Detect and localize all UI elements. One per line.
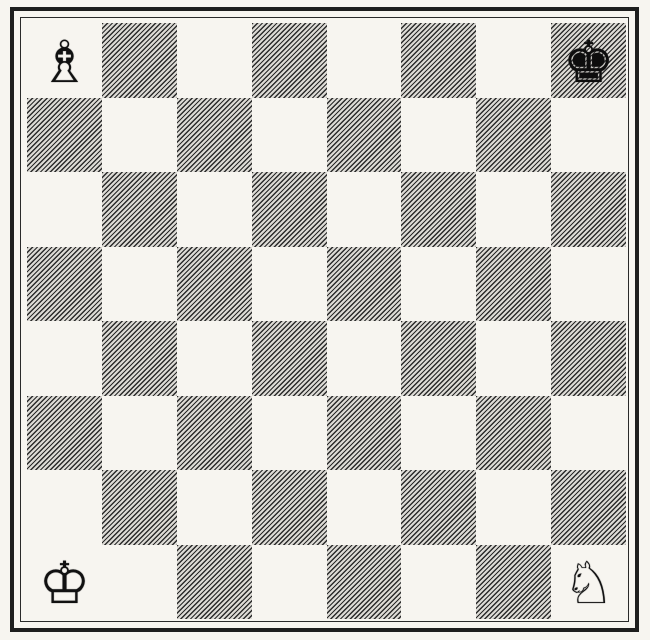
square-d3[interactable]	[251, 395, 327, 470]
square-g3[interactable]	[476, 395, 552, 470]
square-b6[interactable]	[101, 172, 177, 247]
board-frame-inner	[20, 17, 629, 622]
square-f6[interactable]	[401, 172, 477, 247]
square-c4[interactable]	[176, 321, 252, 396]
square-d8[interactable]	[251, 23, 327, 98]
square-f8[interactable]	[401, 23, 477, 98]
square-b5[interactable]	[101, 246, 177, 321]
square-h4[interactable]	[551, 321, 626, 396]
square-g8[interactable]	[476, 23, 552, 98]
square-c3[interactable]	[176, 395, 252, 470]
square-h5[interactable]	[551, 246, 626, 321]
square-f2[interactable]	[401, 470, 477, 545]
square-c7[interactable]	[176, 97, 252, 172]
square-b7[interactable]	[101, 97, 177, 172]
square-h6[interactable]	[551, 172, 626, 247]
square-d7[interactable]	[251, 97, 327, 172]
square-a4[interactable]	[27, 321, 102, 396]
square-e2[interactable]	[326, 470, 402, 545]
square-g5[interactable]	[476, 246, 552, 321]
black-king-icon[interactable]: ♚	[562, 27, 615, 96]
square-g2[interactable]	[476, 470, 552, 545]
square-c1[interactable]	[176, 544, 252, 619]
square-a3[interactable]	[27, 395, 102, 470]
square-b8[interactable]	[101, 23, 177, 98]
square-a1[interactable]: ♔	[27, 544, 102, 619]
square-a7[interactable]	[27, 97, 102, 172]
square-f5[interactable]	[401, 246, 477, 321]
square-a2[interactable]	[27, 470, 102, 545]
square-e7[interactable]	[326, 97, 402, 172]
square-e6[interactable]	[326, 172, 402, 247]
square-h2[interactable]	[551, 470, 626, 545]
square-e5[interactable]	[326, 246, 402, 321]
square-c8[interactable]	[176, 23, 252, 98]
white-knight-icon[interactable]: ♘	[562, 549, 615, 618]
square-a6[interactable]	[27, 172, 102, 247]
square-d5[interactable]	[251, 246, 327, 321]
square-g7[interactable]	[476, 97, 552, 172]
square-a8[interactable]: ♗	[27, 23, 102, 98]
square-g1[interactable]	[476, 544, 552, 619]
white-bishop-icon[interactable]: ♗	[38, 27, 91, 96]
square-d6[interactable]	[251, 172, 327, 247]
square-c5[interactable]	[176, 246, 252, 321]
square-c2[interactable]	[176, 470, 252, 545]
square-c6[interactable]	[176, 172, 252, 247]
square-d2[interactable]	[251, 470, 327, 545]
square-f4[interactable]	[401, 321, 477, 396]
square-h3[interactable]	[551, 395, 626, 470]
square-h1[interactable]: ♘	[551, 544, 626, 619]
square-h8[interactable]: ♚	[551, 23, 626, 98]
square-d1[interactable]	[251, 544, 327, 619]
square-f7[interactable]	[401, 97, 477, 172]
square-b3[interactable]	[101, 395, 177, 470]
chessboard: ♗ ♚ ♔	[27, 23, 626, 619]
square-f3[interactable]	[401, 395, 477, 470]
square-e1[interactable]	[326, 544, 402, 619]
square-b2[interactable]	[101, 470, 177, 545]
square-h7[interactable]	[551, 97, 626, 172]
board-frame-outer	[10, 7, 639, 632]
square-b1[interactable]	[101, 544, 177, 619]
square-g6[interactable]	[476, 172, 552, 247]
square-g4[interactable]	[476, 321, 552, 396]
square-e4[interactable]	[326, 321, 402, 396]
square-e8[interactable]	[326, 23, 402, 98]
white-king-icon[interactable]: ♔	[38, 549, 91, 618]
square-d4[interactable]	[251, 321, 327, 396]
square-f1[interactable]	[401, 544, 477, 619]
square-b4[interactable]	[101, 321, 177, 396]
square-a5[interactable]	[27, 246, 102, 321]
square-e3[interactable]	[326, 395, 402, 470]
